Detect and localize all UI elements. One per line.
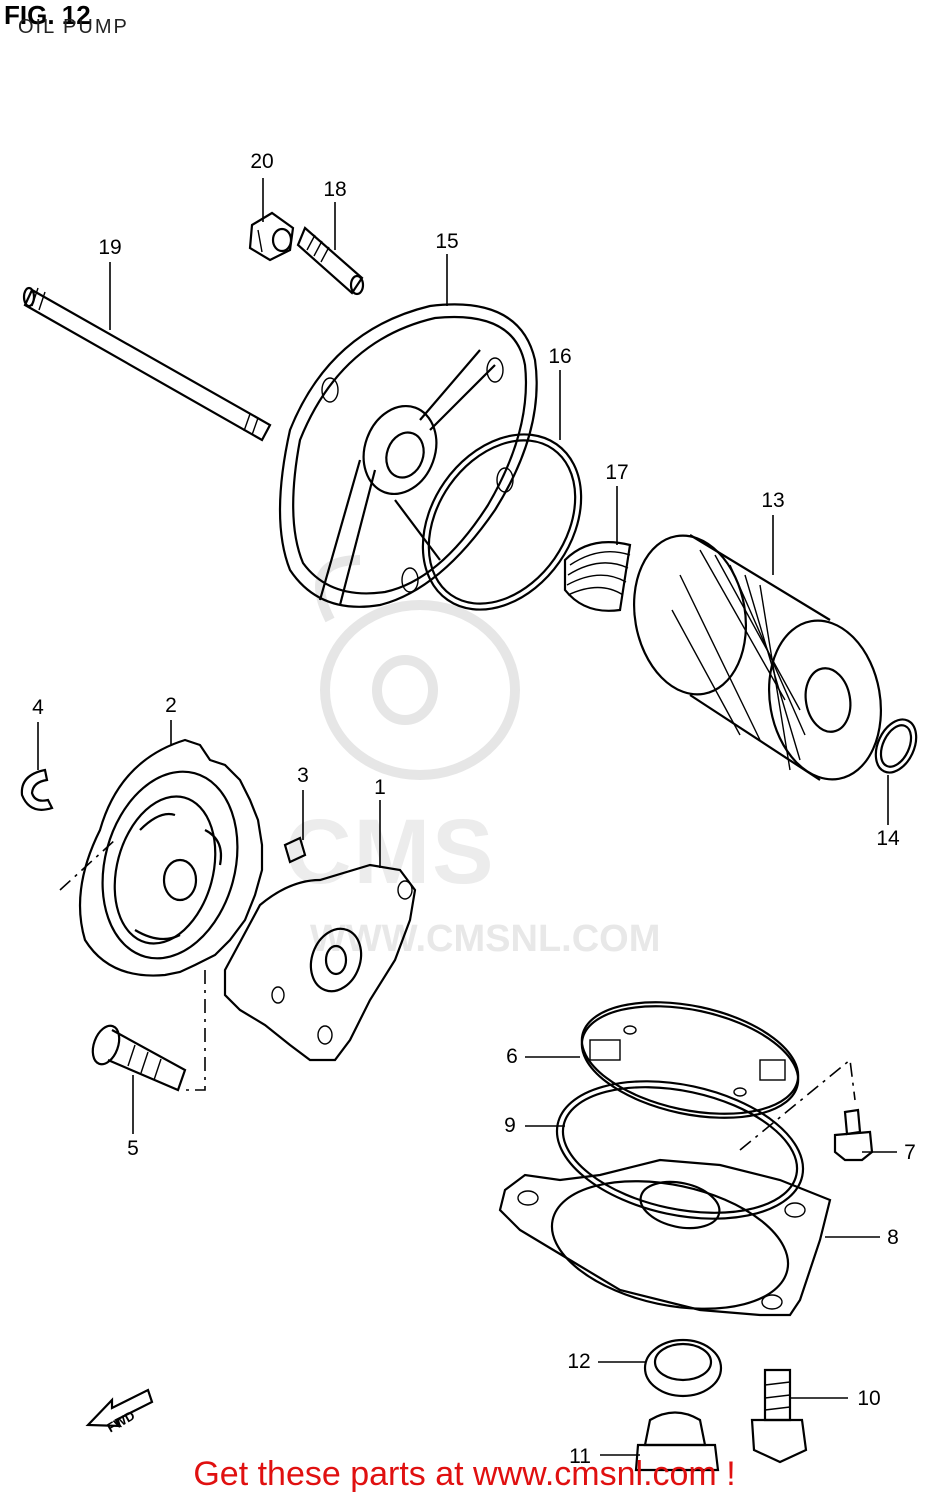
- callout-8[interactable]: 8: [887, 1226, 899, 1249]
- callout-14[interactable]: 14: [876, 827, 900, 850]
- fwd-arrow-icon: [85, 1388, 154, 1428]
- callout-17[interactable]: 17: [605, 461, 629, 484]
- watermark-brand: CMS: [285, 801, 496, 903]
- callout-20[interactable]: 20: [250, 150, 274, 173]
- part-15-filter-cap: [278, 303, 538, 608]
- part-7-bolt: [739, 1058, 874, 1162]
- callout-4[interactable]: 4: [32, 696, 44, 719]
- part-2-pump-gear: [59, 738, 264, 977]
- part-13-oil-filter: [632, 534, 883, 781]
- part-4-circlip: [20, 768, 54, 811]
- part-3-pin: [283, 836, 307, 864]
- callout-3[interactable]: 3: [297, 764, 309, 787]
- callout-7[interactable]: 7: [904, 1141, 916, 1164]
- part-18-short-stud: [296, 226, 365, 296]
- part-14-small-o-ring: [874, 718, 918, 774]
- part-9-gasket: [555, 1080, 805, 1220]
- callout-2[interactable]: 2: [165, 694, 177, 717]
- part-17-spring: [563, 541, 632, 612]
- callout-1[interactable]: 1: [374, 776, 386, 799]
- callout-9[interactable]: 9: [504, 1114, 516, 1137]
- part-20-cap-nut: [248, 211, 295, 262]
- watermark-url: WWW.CMSNL.COM: [310, 918, 661, 960]
- callout-12[interactable]: 12: [567, 1350, 591, 1373]
- callout-11[interactable]: 11: [569, 1445, 591, 1468]
- callout-13[interactable]: 13: [761, 489, 785, 512]
- part-6-plate: [580, 1001, 800, 1119]
- part-16-o-ring: [421, 433, 583, 611]
- callout-18[interactable]: 18: [323, 178, 347, 201]
- leader-lines: [37, 178, 897, 1456]
- callout-19[interactable]: 19: [98, 236, 122, 259]
- part-10-bolt: [750, 1368, 808, 1464]
- figure-title: OIL PUMP: [18, 16, 129, 38]
- part-8-cover: [498, 1158, 832, 1317]
- part-12-washer: [643, 1338, 723, 1398]
- footer-link[interactable]: Get these parts at www.cmsnl.com !: [193, 1455, 736, 1493]
- part-11-drain-plug: [634, 1411, 720, 1472]
- part-5-screw: [91, 1024, 187, 1092]
- part-19-long-stud: [22, 286, 272, 442]
- callout-15[interactable]: 15: [435, 230, 459, 253]
- callout-5[interactable]: 5: [127, 1137, 139, 1160]
- figure-number: FIG. 12: [4, 0, 91, 30]
- part-1-oil-pump: [185, 863, 417, 1091]
- callout-6[interactable]: 6: [506, 1045, 518, 1068]
- callout-10[interactable]: 10: [857, 1387, 881, 1410]
- callout-16[interactable]: 16: [548, 345, 572, 368]
- watermark-mascot: [315, 555, 520, 780]
